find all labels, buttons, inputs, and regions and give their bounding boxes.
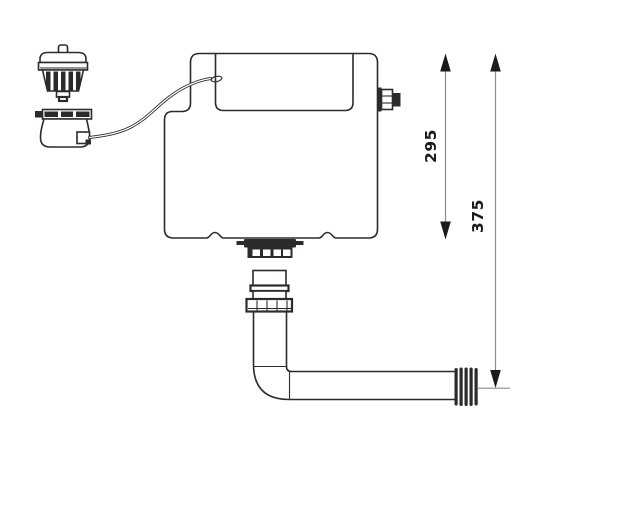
connector-fin xyxy=(474,368,478,406)
concealed-cistern-tank xyxy=(163,52,379,239)
pipe-inner-edge xyxy=(285,311,456,373)
button-skirt-slots xyxy=(46,71,81,91)
connector-fin xyxy=(464,367,468,406)
valve-window xyxy=(252,249,260,256)
dimension-295 xyxy=(440,53,451,240)
button-bellows-unit xyxy=(35,108,93,148)
bellows-bar-gap xyxy=(58,111,61,117)
flush-pipe-elbow xyxy=(245,269,456,401)
air-hose-core xyxy=(88,77,212,139)
pneumatic-flush-button xyxy=(37,44,89,103)
arrow-down-icon xyxy=(490,370,501,388)
valve-window xyxy=(263,249,271,256)
inlet-thread-body xyxy=(380,88,394,111)
cistern-lid-panel xyxy=(214,53,354,112)
bellows-bar-fill xyxy=(44,111,90,117)
connector-fin xyxy=(469,367,473,406)
connector-fin xyxy=(454,368,458,406)
pipe-sleeve xyxy=(252,269,287,287)
button-band xyxy=(37,61,89,71)
dimension-label-375: 375 xyxy=(469,199,487,233)
flush-valve-outlet xyxy=(236,239,304,258)
air-hose xyxy=(88,75,223,139)
arrow-up-icon xyxy=(440,53,451,72)
connector-fin xyxy=(459,367,463,406)
valve-window xyxy=(283,249,291,256)
multi-fin-pan-connector xyxy=(454,367,478,406)
dimension-375 xyxy=(477,53,510,389)
valve-side-tab xyxy=(294,241,304,245)
inlet-nut xyxy=(392,93,401,107)
pipe-neck xyxy=(252,290,287,300)
button-nipple xyxy=(57,44,69,54)
side-water-inlet-fitting xyxy=(377,87,401,112)
valve-side-tab xyxy=(236,241,246,245)
pipe-lip-ring xyxy=(249,284,290,293)
dimension-label-295: 295 xyxy=(422,129,440,163)
button-stub-tip xyxy=(57,95,69,103)
arrow-down-icon xyxy=(440,221,451,240)
bellows-left-tab xyxy=(35,111,43,118)
bellows-bar-gap xyxy=(73,111,76,117)
compression-nut xyxy=(245,297,294,313)
tank-outline xyxy=(163,52,379,239)
arrow-up-icon xyxy=(490,53,501,72)
air-hose-end-loop xyxy=(210,75,223,83)
valve-plate xyxy=(244,239,296,248)
hose-connector-tip xyxy=(85,139,91,145)
inlet-flange xyxy=(377,87,382,112)
valve-window xyxy=(273,249,281,256)
pipe-outer-edge xyxy=(252,311,456,401)
button-cap xyxy=(39,51,87,64)
air-hose-path xyxy=(88,77,213,139)
